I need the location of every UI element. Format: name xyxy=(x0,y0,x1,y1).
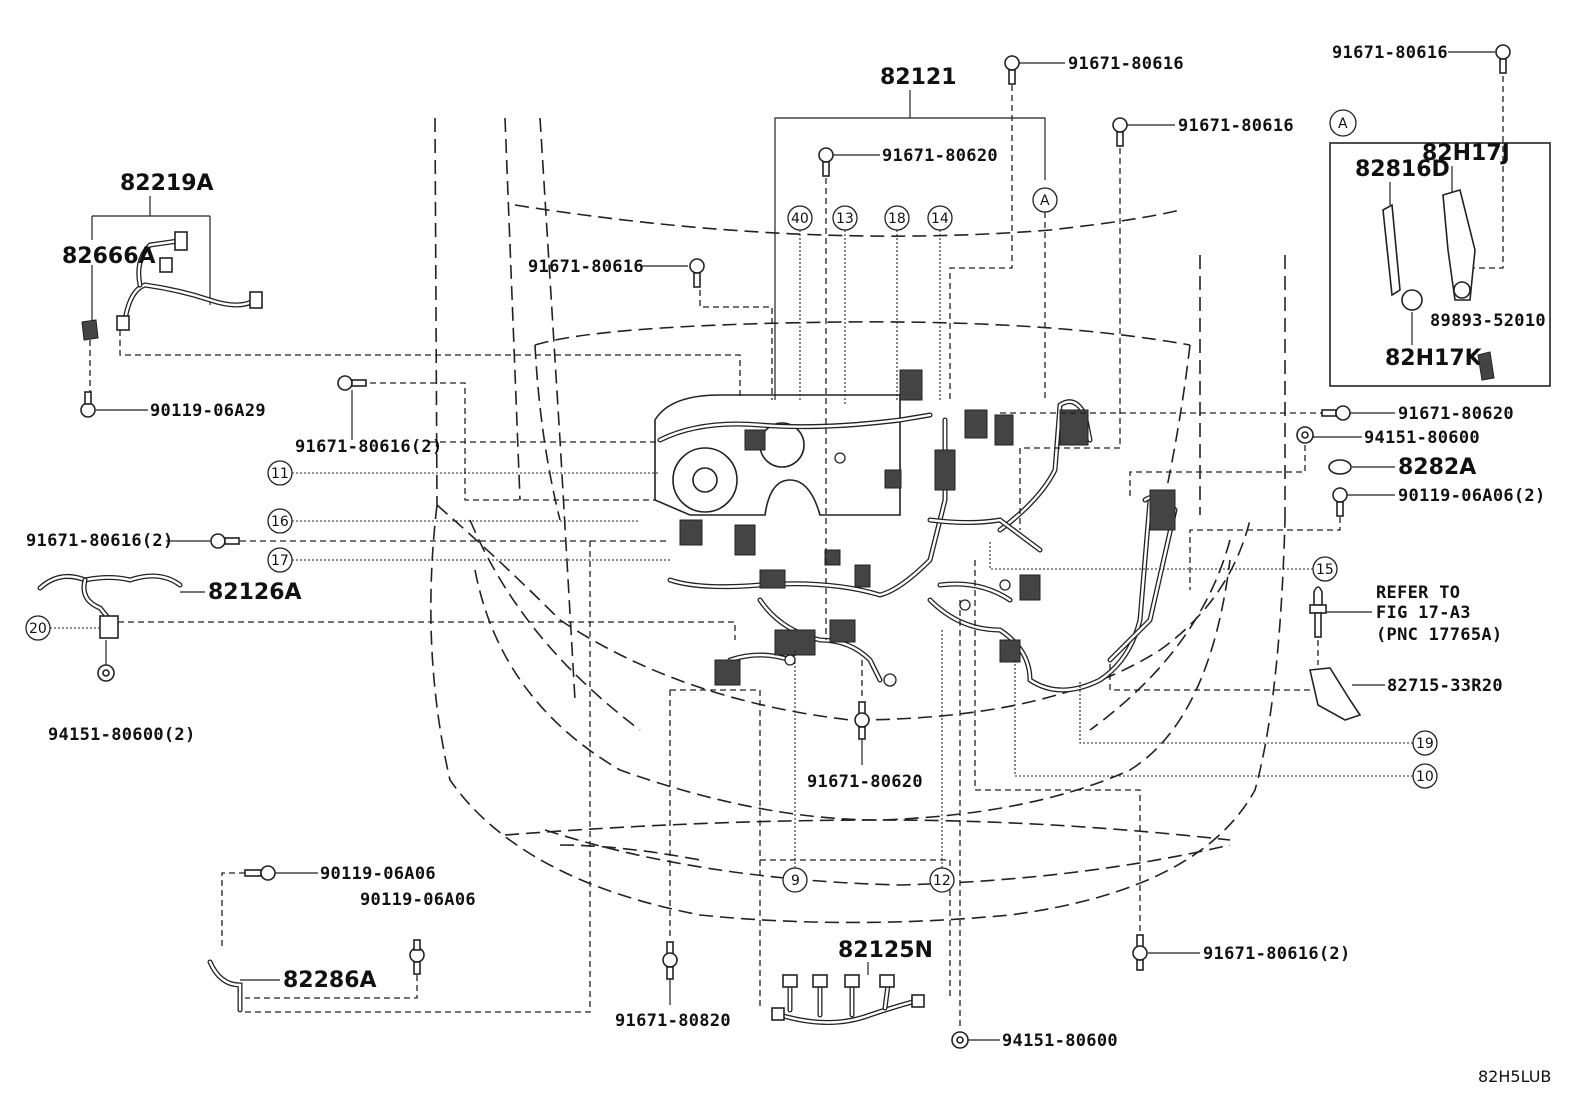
part-91671-80620-center: 91671-80620 xyxy=(807,660,923,792)
label-82125N[interactable]: 82125N xyxy=(838,938,933,963)
bolt-icon xyxy=(337,375,367,391)
top-callouts: 40 13 18 14 xyxy=(787,205,953,405)
fuse-icon xyxy=(1309,586,1327,638)
part-91671-80820-group: 91671-80820 xyxy=(615,689,760,1031)
bolt-icon xyxy=(244,865,276,881)
refer-line-3[interactable]: (PNC 17765A) xyxy=(1376,625,1502,645)
part-91671-80616-far-right: 91671-80616 xyxy=(1332,43,1511,269)
callout-18[interactable]: 18 xyxy=(888,211,906,227)
part-91671-80616-upper-right: 91671-80616 xyxy=(1019,116,1294,530)
label-82666A[interactable]: 82666A xyxy=(62,244,156,269)
label-82816D[interactable]: 82816D xyxy=(1355,157,1450,182)
bolt-icon xyxy=(1112,117,1128,147)
bolt-icon xyxy=(818,147,834,177)
left-callouts: 11 16 17 20 xyxy=(25,460,670,641)
part-82125N-group: 82125N xyxy=(759,690,951,1025)
assembly-bracket-82121: 82121 A xyxy=(774,65,1058,400)
bottom-callouts: 9 12 xyxy=(782,630,955,893)
label-82715-33R20[interactable]: 82715-33R20 xyxy=(1387,676,1503,696)
label-94151-80600-2[interactable]: 94151-80600(2) xyxy=(48,725,196,745)
bolt-icon xyxy=(1332,487,1348,517)
label-82126A[interactable]: 82126A xyxy=(208,580,302,605)
callout-19[interactable]: 19 xyxy=(1416,736,1434,752)
bolt-icon xyxy=(80,391,96,418)
label-90119-06A29[interactable]: 90119-06A29 xyxy=(150,401,266,421)
label-91671-80616-top[interactable]: 91671-80616 xyxy=(1068,54,1184,74)
refer-line-2[interactable]: FIG 17-A3 xyxy=(1376,603,1471,623)
label-90119-06A06-2[interactable]: 90119-06A06(2) xyxy=(1398,486,1546,506)
callout-12[interactable]: 12 xyxy=(933,873,951,889)
bolt-icon xyxy=(689,258,705,288)
inset-A: A 82816D 82H17J 82H17K 89893-52010 xyxy=(1329,109,1551,387)
callout-A[interactable]: A xyxy=(1040,193,1050,209)
right-parts: 91671-80620 94151-80600 8282A 90119-06A0… xyxy=(974,404,1546,971)
label-91671-80616-2-left[interactable]: 91671-80616(2) xyxy=(26,531,174,551)
callout-14[interactable]: 14 xyxy=(931,211,949,227)
callout-40[interactable]: 40 xyxy=(791,211,809,227)
clip-icon xyxy=(1328,459,1352,475)
label-94151-80600-right[interactable]: 94151-80600 xyxy=(1364,428,1480,448)
callout-15[interactable]: 15 xyxy=(1316,562,1334,578)
callout-11[interactable]: 11 xyxy=(271,466,289,482)
bolt-icon xyxy=(1132,934,1148,971)
label-89893-52010[interactable]: 89893-52010 xyxy=(1430,311,1546,331)
callout-16[interactable]: 16 xyxy=(271,514,289,530)
label-82219A[interactable]: 82219A xyxy=(120,171,214,196)
nut-icon xyxy=(97,664,115,682)
label-90119-06A06-lower[interactable]: 90119-06A06 xyxy=(360,890,476,910)
label-8282A[interactable]: 8282A xyxy=(1398,455,1476,480)
label-91671-80616-left-center[interactable]: 91671-80616 xyxy=(528,257,644,277)
part-94151-80600-bottom: 94151-80600 xyxy=(951,600,1118,1051)
label-82121[interactable]: 82121 xyxy=(880,65,957,90)
figure-code: 82H5LUB xyxy=(1478,1067,1551,1086)
part-91671-80616-top: 91671-80616 xyxy=(949,54,1184,400)
label-90119-06A06-upper[interactable]: 90119-06A06 xyxy=(320,864,436,884)
part-91671-80616-2-left: 91671-80616(2) xyxy=(26,531,670,551)
label-91671-80620-center[interactable]: 91671-80620 xyxy=(807,772,923,792)
callout-9[interactable]: 9 xyxy=(791,873,800,889)
nut-icon xyxy=(951,1031,969,1049)
callout-10[interactable]: 10 xyxy=(1416,769,1434,785)
callout-17[interactable]: 17 xyxy=(271,553,289,569)
nut-icon xyxy=(1296,426,1314,444)
inset-callout-A[interactable]: A xyxy=(1338,116,1348,132)
part-91671-80616-left-center: 91671-80616 xyxy=(528,257,773,400)
label-91671-80616-upper-right[interactable]: 91671-80616 xyxy=(1178,116,1294,136)
part-91671-80616-2-upper: 91671-80616(2) xyxy=(295,375,660,501)
refer-line-1[interactable]: REFER TO xyxy=(1376,583,1460,603)
label-91671-80616-2-upper[interactable]: 91671-80616(2) xyxy=(295,437,443,457)
bolt-icon xyxy=(854,701,870,740)
part-91671-80620-top: 91671-80620 xyxy=(818,146,998,640)
bolt-icon xyxy=(1004,55,1020,85)
label-91671-80616-2-lower-right[interactable]: 91671-80616(2) xyxy=(1203,944,1351,964)
bolt-icon xyxy=(662,941,678,980)
part-82219A-group: 82219A 82666A 90119-06A29 xyxy=(62,171,741,421)
label-91671-80620-right[interactable]: 91671-80620 xyxy=(1398,404,1514,424)
bolt-icon xyxy=(210,533,240,549)
label-91671-80616-far-right[interactable]: 91671-80616 xyxy=(1332,43,1448,63)
bolt-icon xyxy=(1321,405,1351,421)
part-82286A-group: 90119-06A06 90119-06A06 82286A xyxy=(207,541,591,1013)
label-94151-80600-bottom[interactable]: 94151-80600 xyxy=(1002,1031,1118,1051)
label-91671-80620-top[interactable]: 91671-80620 xyxy=(882,146,998,166)
label-82H17K[interactable]: 82H17K xyxy=(1385,346,1483,371)
label-82H17J[interactable]: 82H17J xyxy=(1422,141,1510,166)
callout-20[interactable]: 20 xyxy=(29,621,47,637)
callout-13[interactable]: 13 xyxy=(836,211,854,227)
engine-harness-assembly xyxy=(654,369,1178,693)
bolt-icon xyxy=(1495,44,1511,74)
part-82126A-group: 82126A 94151-80600(2) xyxy=(37,573,736,745)
label-91671-80820[interactable]: 91671-80820 xyxy=(615,1011,731,1031)
label-82286A[interactable]: 82286A xyxy=(283,968,377,993)
bolt-icon xyxy=(409,939,425,975)
